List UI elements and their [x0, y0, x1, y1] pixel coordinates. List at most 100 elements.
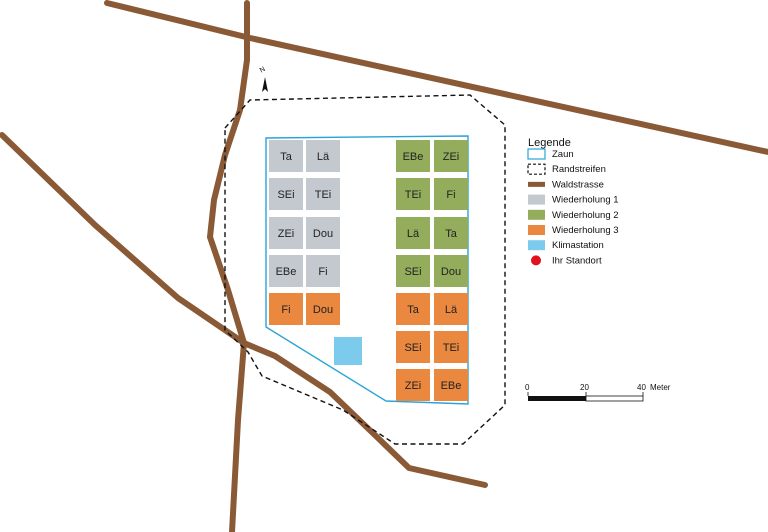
plot-square — [269, 140, 303, 172]
climate-station — [334, 337, 362, 365]
legend-item-label: Randstreifen — [552, 164, 606, 175]
plot-square — [269, 293, 303, 325]
plot-label: Lä — [407, 228, 420, 240]
legend-title: Legende — [528, 137, 571, 149]
plot-square — [269, 217, 303, 249]
plot-square — [434, 255, 468, 287]
scale-label-40: 40 — [637, 383, 646, 392]
plot-label: EBe — [403, 151, 424, 163]
plot-square — [396, 369, 430, 401]
plot-tile: Dou — [306, 293, 340, 325]
road-left-diagonal — [0, 132, 488, 488]
road-vertical — [207, 0, 250, 532]
legend-item: Ihr Standort — [531, 255, 602, 266]
plot-label: ZEi — [405, 380, 422, 392]
orange-square-icon — [528, 225, 545, 235]
plot-square — [434, 369, 468, 401]
plot-tile: Fi — [306, 255, 340, 287]
plot-tile: SEi — [396, 331, 430, 363]
plot-square — [306, 255, 340, 287]
plot-label: ZEi — [278, 228, 295, 240]
plot-label: Dou — [441, 266, 461, 278]
plot-tile: Lä — [434, 293, 468, 325]
plot-square — [396, 140, 430, 172]
blue-square-icon — [528, 240, 545, 251]
plot-label: TEi — [405, 189, 422, 201]
plot-square — [434, 217, 468, 249]
scale-unit: Meter — [650, 383, 671, 392]
green-square-icon — [528, 209, 545, 220]
plot-tile: Fi — [434, 178, 468, 210]
plot-label: Ta — [445, 228, 458, 240]
legend-item-label: Zaun — [552, 149, 574, 160]
plot-tile: Fi — [269, 293, 303, 325]
plot-label: Dou — [313, 228, 333, 240]
plot-square — [434, 293, 468, 325]
plot-label: Fi — [281, 304, 290, 316]
plot-tile: ZEi — [396, 369, 430, 401]
fence-outline — [265, 135, 469, 405]
plot-tile: ZEi — [434, 140, 468, 172]
plot-label: Lä — [317, 151, 330, 163]
plot-tile: SEi — [396, 255, 430, 287]
legend: Legende ZaunRandstreifenWaldstrasseWiede… — [527, 137, 619, 266]
plot-tile: Dou — [306, 217, 340, 249]
plot-label: Ta — [407, 304, 420, 316]
north-arrow-label: N — [259, 66, 267, 75]
plot-square — [396, 178, 430, 210]
plot-tile: ZEi — [269, 217, 303, 249]
plot-tile: TEi — [434, 331, 468, 363]
legend-item: Zaun — [527, 148, 574, 160]
fence-outline-icon — [527, 148, 546, 160]
plot-tile: SEi — [269, 178, 303, 210]
plot-label: SEi — [404, 266, 421, 278]
plot-label: SEi — [404, 342, 421, 354]
plot-square — [434, 178, 468, 210]
legend-item-label: Wiederholung 1 — [552, 195, 619, 206]
plot-tile: Ta — [396, 293, 430, 325]
north-arrow-icon — [262, 77, 268, 92]
plot-label: SEi — [277, 189, 294, 201]
scale-bar-white-segment — [585, 395, 644, 402]
plot-square — [306, 140, 340, 172]
grey-square-icon — [528, 194, 545, 205]
legend-item: Randstreifen — [527, 163, 606, 175]
legend-item: Waldstrasse — [528, 179, 604, 190]
plot-tile: Lä — [396, 217, 430, 249]
legend-item-label: Waldstrasse — [552, 179, 604, 190]
dashed-outline-icon — [527, 163, 546, 175]
plot-label: TEi — [315, 189, 332, 201]
plot-tile: TEi — [306, 178, 340, 210]
red-dot-icon — [531, 255, 541, 266]
legend-item: Wiederholung 1 — [528, 194, 619, 206]
plot-label: EBe — [276, 266, 297, 278]
plot-label: Fi — [446, 189, 455, 201]
scale-label-20: 20 — [580, 383, 589, 392]
plot-square — [269, 255, 303, 287]
legend-item-label: Klimastation — [552, 240, 604, 251]
legend-item: Wiederholung 2 — [528, 209, 619, 221]
plot-tile: TEi — [396, 178, 430, 210]
plot-tile: Ta — [434, 217, 468, 249]
plot-label: Fi — [318, 266, 327, 278]
legend-item-label: Wiederholung 2 — [552, 210, 619, 221]
plot-tile: Ta — [269, 140, 303, 172]
plot-square — [434, 140, 468, 172]
plot-square — [434, 331, 468, 363]
plot-square — [269, 178, 303, 210]
scale-bar: 0 20 40 Meter — [525, 383, 671, 402]
plot-label: Dou — [313, 304, 333, 316]
scale-bar-black-segment — [528, 396, 586, 401]
plot-label: TEi — [443, 342, 460, 354]
plot-label: EBe — [441, 380, 462, 392]
legend-item: Klimastation — [528, 240, 604, 251]
plot-label: Lä — [445, 304, 458, 316]
plot-square — [396, 293, 430, 325]
legend-item: Wiederholung 3 — [528, 225, 619, 236]
plot-label: Ta — [280, 151, 293, 163]
plot-tile: EBe — [434, 369, 468, 401]
buffer-strip-outline — [224, 94, 506, 445]
